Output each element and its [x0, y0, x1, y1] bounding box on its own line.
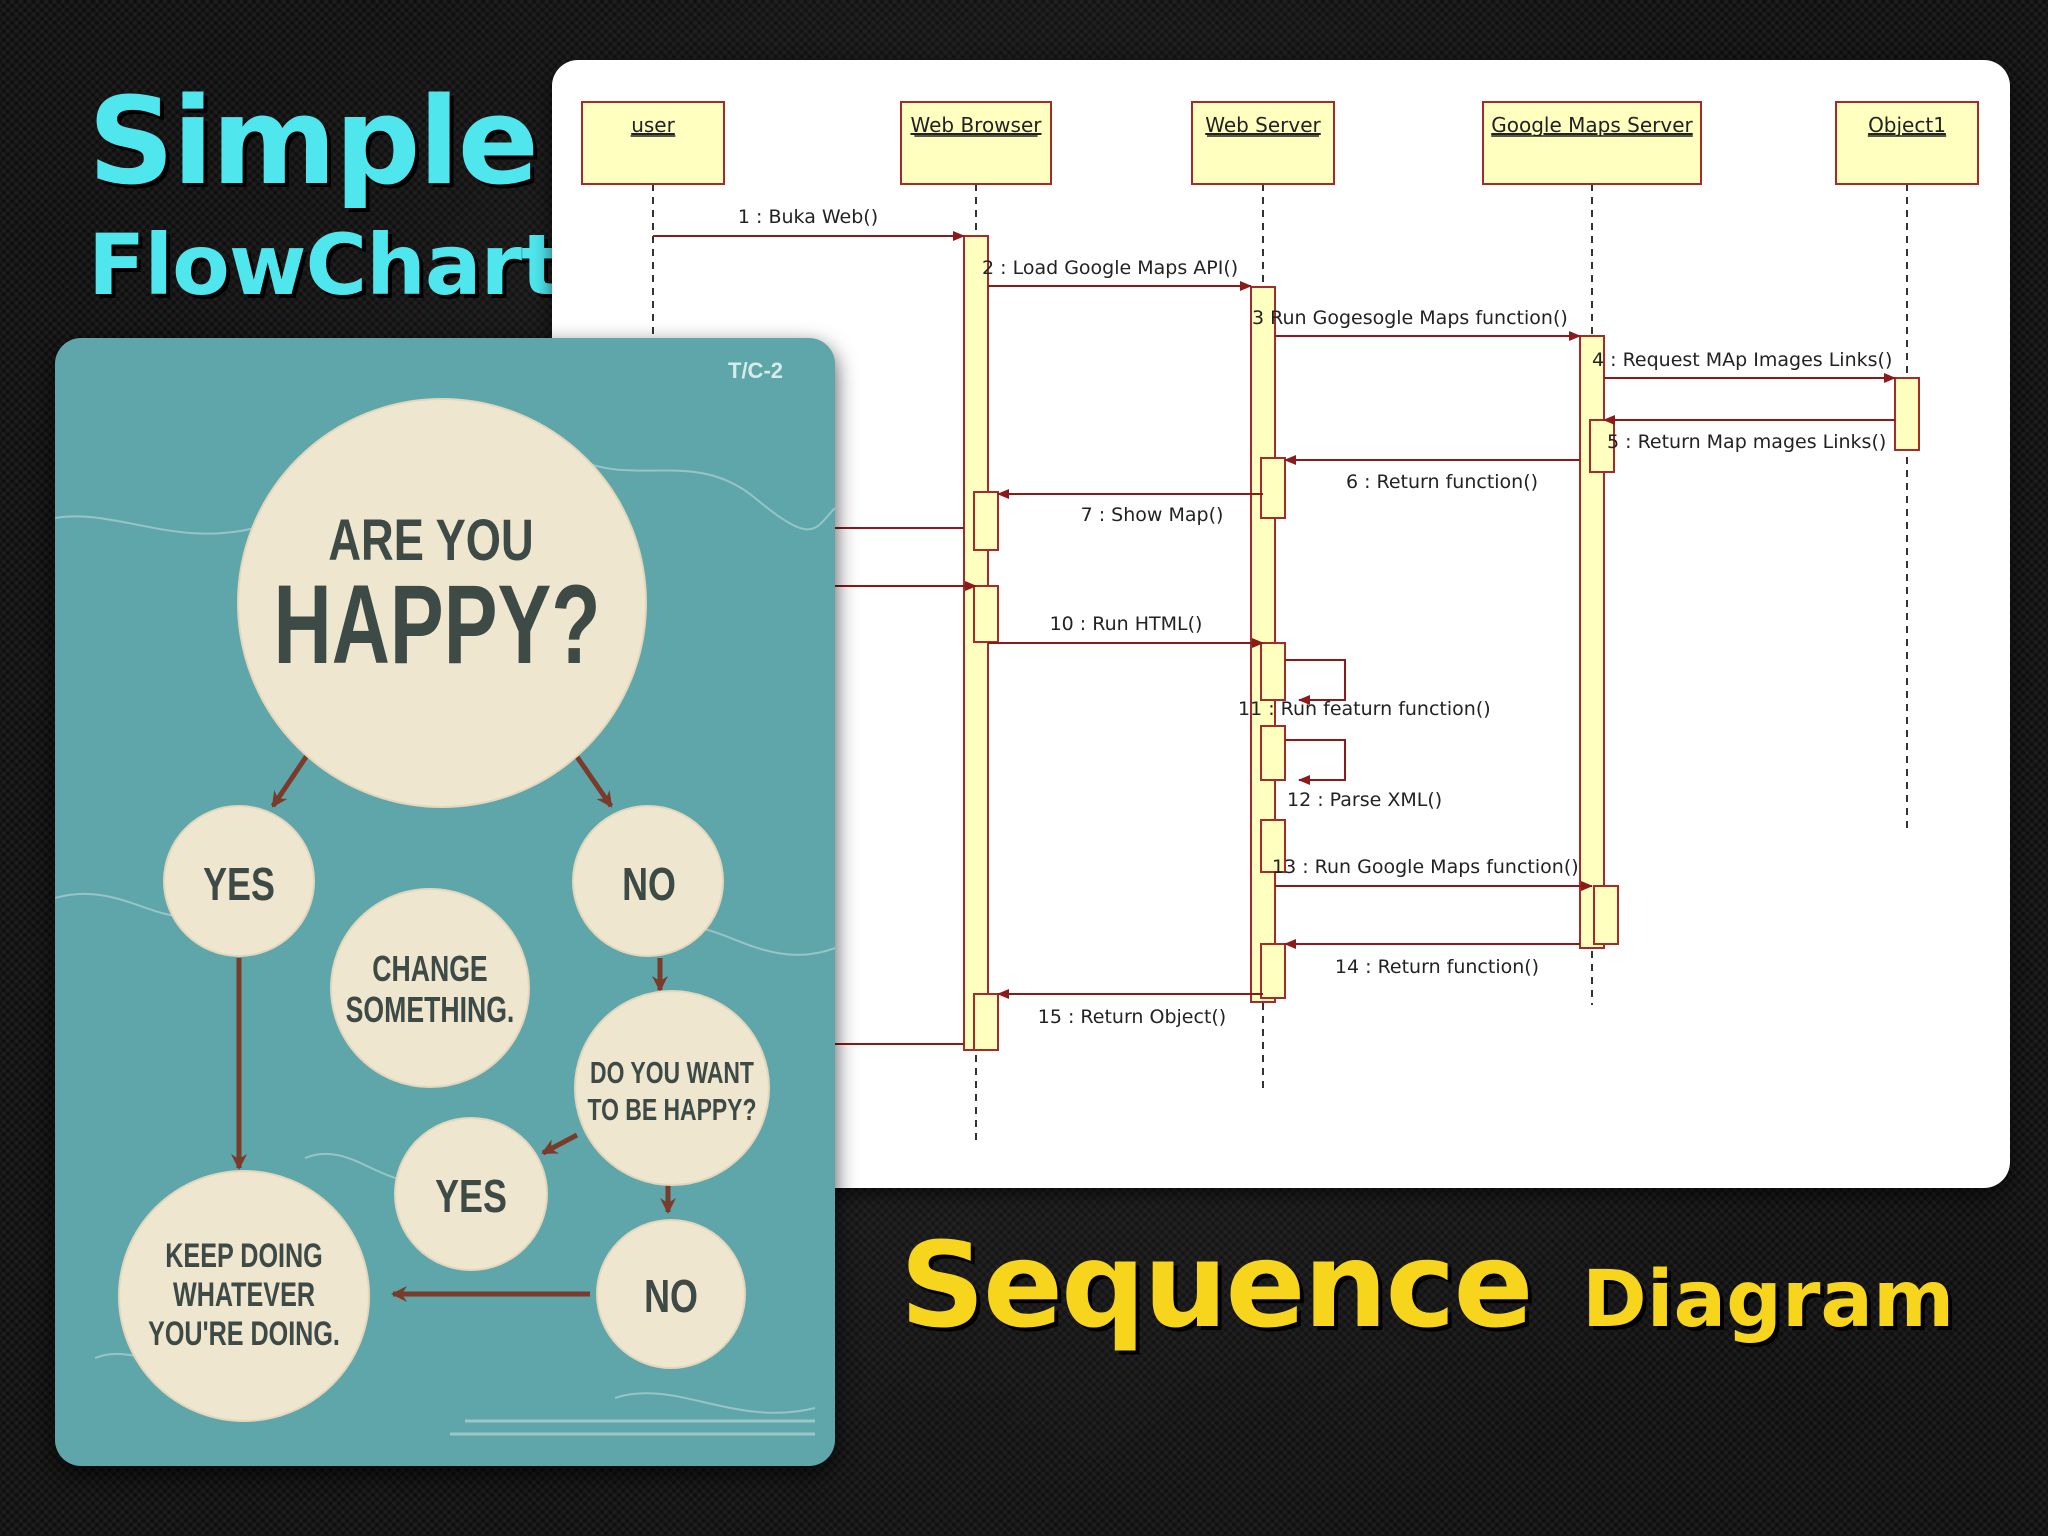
message-11-label: 11 : Run featurn function(): [1238, 698, 1491, 720]
activation-bar: [1589, 419, 1615, 473]
keep-line3: YOU'RE DOING.: [148, 1315, 340, 1353]
activation-bar: [1593, 885, 1619, 945]
keep-line1: KEEP DOING: [165, 1237, 322, 1275]
diagram-title: Diagram: [1582, 1255, 1955, 1345]
flowchart-arrows: [231, 749, 676, 1302]
activation-bar: [973, 491, 999, 551]
message-12-label: 12 : Parse XML(): [1287, 789, 1442, 811]
activation-bar: [1260, 819, 1286, 873]
message-2-label: 2 : Load Google Maps API(): [982, 257, 1238, 279]
flowchart-poster-card: T/C-2 ARE YOU HAPPY? YES: [55, 338, 835, 1466]
lifeline-object1-box: [1835, 101, 1979, 185]
message-4-label: 4 : Request MAp Images Links(): [1592, 349, 1892, 371]
flowchart-title: FlowChart: [88, 216, 561, 314]
activation-bar: [1260, 457, 1286, 519]
activation-bar: [973, 585, 999, 643]
node-do-you-want: [574, 990, 770, 1186]
node-are-you-happy: [237, 398, 647, 808]
no-1-label: NO: [622, 859, 676, 910]
node-no-1: [572, 805, 724, 957]
message-5-label: 5 : Return Map mages Links(): [1607, 431, 1886, 453]
happy-line2: HAPPY?: [273, 562, 600, 687]
poster-code: T/C-2: [728, 358, 783, 383]
change-line1: CHANGE: [372, 948, 487, 989]
happy-line1: ARE YOU: [328, 509, 533, 574]
simple-title: Simple: [88, 73, 539, 212]
node-no-2: [596, 1219, 746, 1369]
arrow-happy-to-yes: [270, 749, 313, 808]
message-15-label: 15 : Return Object(): [1038, 1006, 1226, 1028]
lifeline-user-box: [581, 101, 725, 185]
activation-bar: [1260, 943, 1286, 999]
keep-line2: WHATEVER: [173, 1276, 315, 1314]
want-line1: DO YOU WANT: [590, 1055, 754, 1090]
message-10-label: 10 : Run HTML(): [1050, 613, 1203, 635]
message-1-label: 1 : Buka Web(): [738, 206, 878, 228]
arrow-happy-to-no: [570, 749, 614, 808]
arrow-want-to-yes: [541, 1132, 579, 1156]
message-6-label: 6 : Return function(): [1346, 471, 1538, 493]
lifeline-google-maps-server-label: Google Maps Server: [1491, 113, 1693, 137]
poster-credits: [450, 1419, 815, 1436]
lifeline-web-browser-label: Web Browser: [910, 113, 1042, 137]
want-line2: TO BE HAPPY?: [588, 1092, 757, 1127]
message-12-arrow: [1285, 739, 1346, 785]
activation-bar: [1260, 642, 1286, 701]
node-yes-1: [163, 805, 315, 957]
message-7-label: 7 : Show Map(): [1081, 504, 1224, 526]
sequence-title: Sequence: [900, 1216, 1534, 1354]
flowchart-poster: T/C-2 ARE YOU HAPPY? YES: [55, 358, 835, 1436]
yes-1-label: YES: [203, 859, 275, 910]
lifeline-web-server-label: Web Server: [1205, 113, 1321, 137]
lifeline-web-server-box: [1191, 101, 1335, 185]
lifeline-user-label: user: [631, 113, 675, 137]
lifeline-web-browser-box: [900, 101, 1052, 185]
node-change-something: [330, 888, 530, 1088]
message-3-label: 3 Run Gogesogle Maps function(): [1252, 307, 1568, 329]
lifeline-google-maps-server-box: [1482, 101, 1702, 185]
message-11-arrow: [1285, 659, 1346, 705]
node-keep-doing: [118, 1170, 370, 1422]
activation-bar: [973, 993, 999, 1051]
lifeline-object1-label: Object1: [1868, 113, 1946, 137]
node-yes-2: [394, 1117, 548, 1271]
message-13-label: 13 : Run Google Maps function(): [1272, 856, 1579, 878]
change-line2: SOMETHING.: [346, 989, 515, 1030]
activation-bar: [1260, 725, 1286, 781]
no-2-label: NO: [644, 1271, 698, 1322]
activation-bar: [1894, 377, 1920, 451]
message-14-label: 14 : Return function(): [1335, 956, 1539, 978]
yes-2-label: YES: [435, 1171, 507, 1222]
